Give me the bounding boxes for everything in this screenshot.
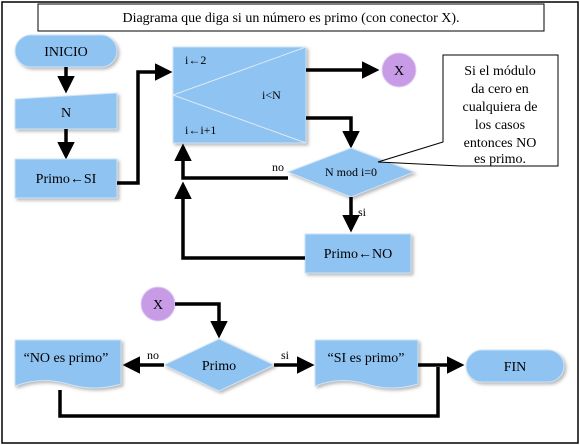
mod-si-label: si — [358, 205, 367, 219]
output-si-document — [314, 339, 419, 389]
assign-primo-no-box — [304, 233, 412, 274]
loop-inc-label: i←i+1 — [185, 123, 216, 137]
loop-cond-label: i<N — [262, 88, 281, 102]
mod-no-label: no — [272, 160, 284, 174]
assign-primo-si-label: Primo←SI — [36, 172, 97, 187]
input-n-label: N — [61, 106, 71, 121]
connector-x-top — [381, 52, 417, 88]
primo-no-label: no — [147, 348, 159, 362]
output-no-document — [14, 339, 122, 389]
callout-line-6: es primo. — [474, 152, 526, 167]
arrow-primo-si-to-loop — [117, 63, 173, 185]
arrow-output-no-to-merge — [58, 367, 440, 418]
callout-box — [377, 54, 559, 167]
loop-divider-top — [172, 46, 307, 96]
connector-x-bottom-label: X — [153, 298, 163, 313]
decision-mod-label: N mod i=0 — [325, 165, 377, 179]
callout-line-2: da cero en — [471, 82, 529, 97]
assign-primo-no-label: Primo←NO — [324, 247, 392, 262]
arrow-mod-no-to-loop — [174, 143, 288, 180]
arrow-loop-to-mod — [306, 116, 360, 149]
primo-si-label: si — [281, 348, 290, 362]
connector-x-top-label: X — [394, 64, 404, 79]
output-si-label: “SI es primo” — [328, 351, 405, 366]
decision-primo-label: Primo — [202, 359, 236, 374]
title-box — [37, 3, 545, 32]
loop-init-label: i←2 — [185, 53, 206, 67]
callout-line-1: Si el módulo — [464, 64, 536, 79]
title-text: Diagrama que diga si un número es primo … — [122, 11, 459, 26]
callout-line-3: cualquiera de — [462, 100, 537, 115]
callout-line-5: entonces NO — [464, 136, 537, 151]
fin-label: FIN — [504, 360, 527, 375]
inicio-label: INICIO — [44, 45, 88, 60]
arrow-x-to-primo — [175, 302, 228, 339]
callout-line-4: los casos — [475, 118, 525, 133]
assign-primo-si-box — [14, 158, 118, 199]
loop-shape — [172, 46, 307, 144]
fin-terminal — [465, 349, 565, 383]
output-no-label: “NO es primo” — [24, 351, 109, 366]
callout-text: Si el módulo da cero en cualquiera de lo… — [462, 64, 537, 167]
input-n-shape — [14, 92, 118, 130]
loop-divider-bottom — [172, 94, 307, 144]
arrow-primo-no-to-loop — [174, 181, 305, 260]
